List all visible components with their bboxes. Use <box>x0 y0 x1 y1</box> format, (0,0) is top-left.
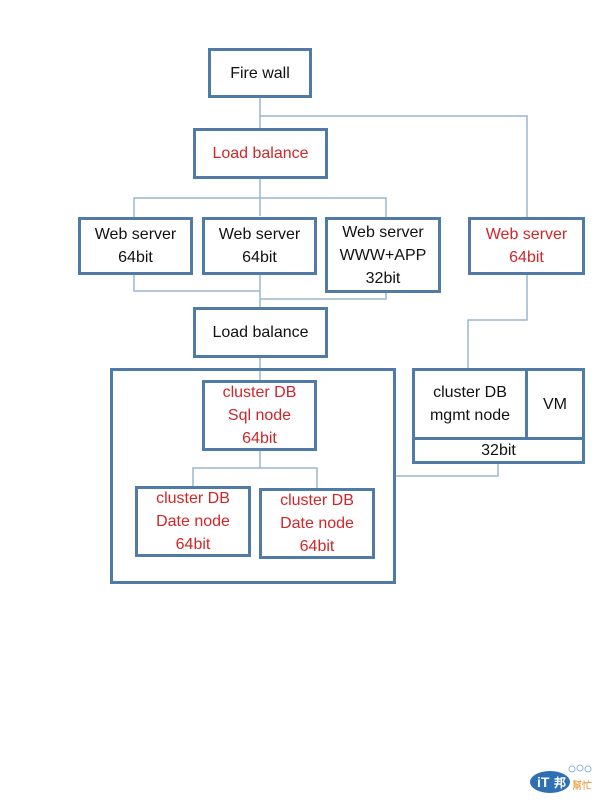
node-load-balance-top[interactable]: Load balance <box>193 128 328 179</box>
node-label-line: cluster DB <box>222 384 297 401</box>
node-label-line: Web server <box>94 226 177 243</box>
node-label-line: cluster DB <box>280 492 354 509</box>
node-label-line: Date node <box>280 515 354 532</box>
connector-web3-lbmid <box>260 292 387 300</box>
node-label-line: 32bit <box>481 442 516 459</box>
node-label-line: VM <box>543 395 567 413</box>
logo-text-help: 幫忙 <box>572 779 592 792</box>
logo-text-bang: 邦 <box>554 775 566 790</box>
node-firewall[interactable]: Fire wall <box>208 48 312 98</box>
node-label-line: WWW+APP <box>339 246 427 264</box>
node-label-line: Date node <box>156 513 230 530</box>
node-label-line: Load balance <box>212 324 309 341</box>
node-label-line: Load balance <box>212 145 309 162</box>
ithome-logo: iT 邦 幫忙 <box>530 764 592 793</box>
node-label-line: Web server <box>485 226 568 243</box>
node-label-line: 32bit <box>365 269 401 287</box>
node-web-server-2[interactable]: Web server 64bit <box>202 217 317 275</box>
node-label-line: Web server <box>218 226 301 243</box>
node-vm[interactable]: VM <box>525 368 585 440</box>
connector-firewall-web4 <box>260 115 528 218</box>
connector-lb-web-row <box>133 197 387 218</box>
node-label-line: Sql node <box>227 407 292 424</box>
node-label-line: 64bit <box>242 249 277 266</box>
node-label-line: Web server <box>342 223 424 241</box>
connector-web1-lbmid <box>133 273 260 292</box>
node-label-line: 64bit <box>242 430 277 447</box>
connector-cluster-mgmt <box>395 463 499 477</box>
node-sql-node[interactable]: cluster DB Sql node 64bit <box>202 380 317 451</box>
node-label-line: 64bit <box>299 538 335 555</box>
node-label-line: Fire wall <box>230 64 290 82</box>
node-web-server-4[interactable]: Web server 64bit <box>468 217 585 275</box>
node-label-line: 64bit <box>509 249 544 266</box>
node-label-line: 64bit <box>175 536 211 553</box>
connector-sql-data1 <box>192 450 261 488</box>
node-web-server-1[interactable]: Web server 64bit <box>78 217 193 275</box>
node-mgmt-node[interactable]: cluster DB mgmt node <box>412 368 528 440</box>
node-label-line: cluster DB <box>433 384 507 401</box>
node-label-line: cluster DB <box>156 490 230 507</box>
node-data-node-2[interactable]: cluster DB Date node 64bit <box>259 488 375 559</box>
node-label-line: mgmt node <box>429 407 511 424</box>
connector-sql-data2 <box>260 467 318 489</box>
connector-web4-mgmt <box>467 273 528 368</box>
cluster-db-group <box>110 368 396 584</box>
node-load-balance-mid[interactable]: Load balance <box>193 307 328 358</box>
node-data-node-1[interactable]: cluster DB Date node 64bit <box>135 486 251 557</box>
node-label-line: 64bit <box>118 249 153 266</box>
node-mgmt-arch: 32bit <box>412 437 585 464</box>
logo-text-it: iT <box>537 774 550 790</box>
